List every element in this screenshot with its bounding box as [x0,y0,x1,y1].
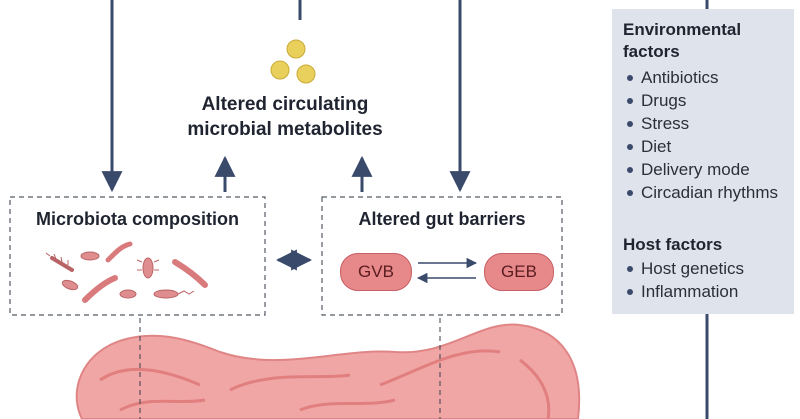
list-item: Delivery mode [623,158,793,181]
intestine-illustration [75,318,581,419]
metabolite-up-arrows [214,155,373,192]
list-item: Stress [623,112,793,135]
list-item: Drugs [623,89,793,112]
altered-gut-barriers-label: Altered gut barriers [358,209,526,229]
metabolites-label-line1: Altered circulating [201,94,369,115]
top-connector-lines [101,0,709,419]
environmental-factors-list: Antibiotics Drugs Stress Diet Delivery m… [623,66,793,204]
factors-panel: Environmental factors Antibiotics Drugs … [612,9,794,314]
geb-pill: GEB [484,253,554,291]
list-item: Circadian rhythms [623,181,793,204]
list-item: Host genetics [623,257,793,280]
microbiota-box [9,196,266,316]
list-item: Inflammation [623,280,793,303]
microbiota-composition-label: Microbiota composition [35,209,239,229]
gvb-pill: GVB [340,253,412,291]
microbes-illustration [45,241,208,303]
host-factors-list: Host genetics Inflammation [623,257,793,303]
metabolites-label-line2: microbial metabolites [187,119,383,140]
list-item: Antibiotics [623,66,793,89]
environmental-factors-heading: Environmental factors [623,20,742,61]
gvb-geb-exchange-arrows [416,257,478,284]
host-factors-heading: Host factors [623,235,723,254]
metabolite-molecules-icon [270,39,316,84]
metabolites-label: Altered circulating microbial metabolite… [140,92,430,142]
gut-barriers-box [321,196,563,316]
list-item: Diet [623,135,793,158]
